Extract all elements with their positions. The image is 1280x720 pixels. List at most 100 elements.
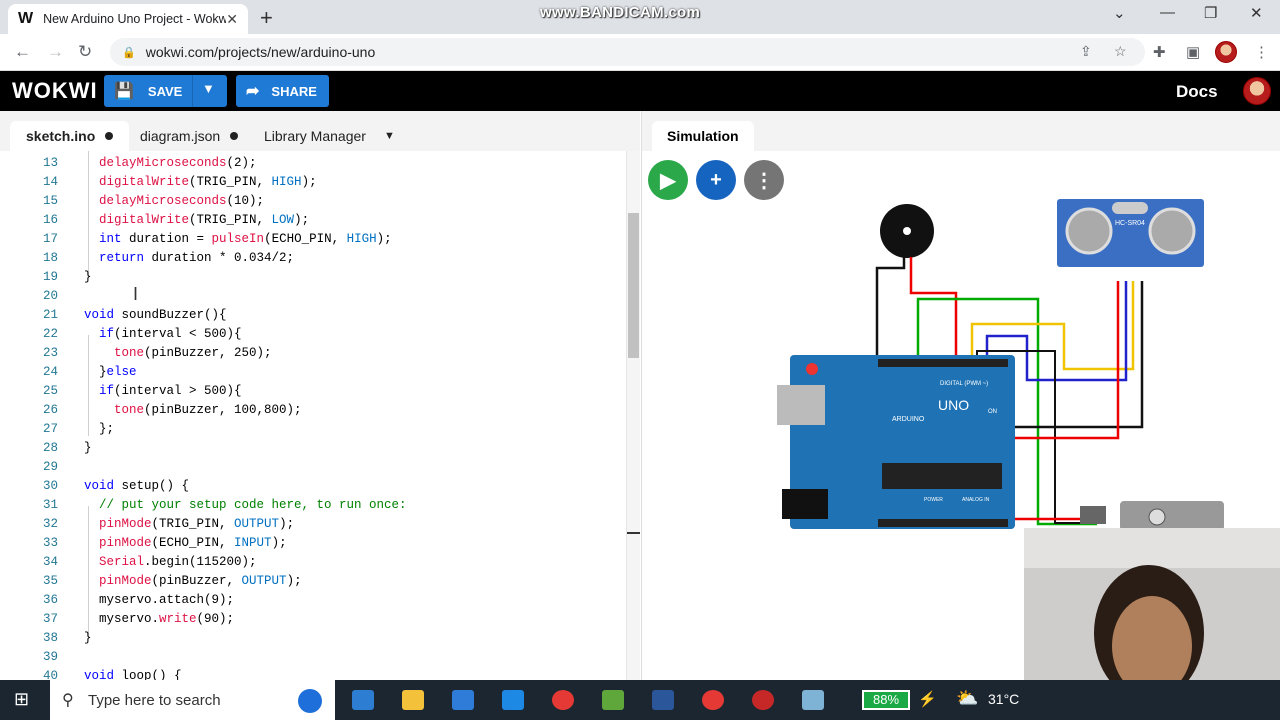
code-line[interactable]: 23 tone(pinBuzzer, 250); [0,344,626,363]
code-line[interactable]: 25 if(interval > 500){ [0,382,626,401]
forward-icon[interactable]: → [47,42,64,61]
kebab-icon: ⋮ [754,169,774,192]
code-line[interactable]: 33 pinMode(ECHO_PIN, INPUT); [0,534,626,553]
tab-library-manager[interactable]: Library Manager ▼ [248,121,411,151]
battery-indicator[interactable]: 88% [862,690,910,710]
code-editor[interactable]: I 13 delayMicroseconds(2);14 digitalWrit… [0,151,640,680]
code-line[interactable]: 35 pinMode(pinBuzzer, OUTPUT); [0,572,626,591]
code-line[interactable]: 26 tone(pinBuzzer, 100,800); [0,401,626,420]
save-button[interactable]: 💾 SAVE ▼ [104,75,227,107]
chevron-down-icon[interactable]: ▼ [383,130,395,142]
profile-avatar[interactable] [1215,41,1237,63]
uno-label: UNO [938,397,969,413]
code-text: void soundBuzzer(){ [84,308,227,322]
browser-tab[interactable]: W New Arduino Uno Project - Wokwi ✕ [8,4,248,34]
code-line[interactable]: 31 // put your setup code here, to run o… [0,496,626,515]
search-placeholder: Type here to search [88,691,221,709]
code-line[interactable]: 16 digitalWrite(TRIG_PIN, LOW); [0,211,626,230]
line-number: 17 [42,232,58,246]
tab-search-icon[interactable]: ⌄ [1113,5,1126,22]
circuit-diagram: HC-SR04 DIGITAL (PWM ~) UNO ARDUINO ON P… [777,199,1224,531]
user-avatar[interactable] [1243,77,1271,105]
new-tab-button[interactable]: + [260,5,273,30]
code-line[interactable]: 13 delayMicroseconds(2); [0,154,626,173]
docs-link[interactable]: Docs [1176,82,1218,101]
code-text: digitalWrite(TRIG_PIN, LOW); [99,213,310,227]
bandicam-icon[interactable] [752,690,774,710]
more-options-button[interactable]: ⋮ [744,160,784,200]
restore-button[interactable]: ❐ [1204,5,1218,22]
power-label: POWER [924,497,943,503]
code-line[interactable]: 14 digitalWrite(TRIG_PIN, HIGH); [0,173,626,192]
add-part-button[interactable]: + [696,160,736,200]
url-field[interactable]: 🔒 wokwi.com/projects/new/arduino-uno ⇪ ☆ [110,38,1145,66]
side-panel-icon[interactable]: ▣ [1186,44,1201,61]
save-dropdown-icon[interactable]: ▼ [202,81,215,96]
code-line[interactable]: 34 Serial.begin(115200); [0,553,626,572]
code-line[interactable]: 20 [0,287,626,306]
lock-icon: 🔒 [122,46,136,59]
line-number: 28 [42,441,58,455]
minimize-button[interactable]: — [1160,4,1175,21]
line-number: 15 [42,194,58,208]
code-line[interactable]: 39 [0,648,626,667]
code-text: // put your setup code here, to run once… [84,498,407,512]
code-line[interactable]: 32 pinMode(TRIG_PIN, OUTPUT); [0,515,626,534]
code-line[interactable]: 24 }else [0,363,626,382]
mail-icon[interactable] [452,690,474,710]
menu-kebab-icon[interactable]: ⋮ [1254,44,1269,61]
reload-icon[interactable]: ↻ [78,42,93,61]
share-button[interactable]: ➦ SHARE [236,75,329,107]
chrome-icon[interactable] [552,690,574,710]
file-explorer-icon[interactable] [402,690,424,710]
servo-motor [1120,501,1224,531]
code-text: return duration * 0.034/2; [99,251,295,265]
app-green-icon[interactable] [602,690,624,710]
code-line[interactable]: 36 myservo.attach(9); [0,591,626,610]
browser-tab-title: New Arduino Uno Project - Wokwi [43,12,227,26]
chrome-profile-icon[interactable] [702,690,724,710]
windows-start-icon[interactable]: ⊞ [14,689,30,709]
start-simulation-button[interactable]: ▶ [648,160,688,200]
close-window-button[interactable]: ✕ [1250,5,1263,22]
back-icon[interactable]: ← [14,42,31,61]
close-tab-icon[interactable]: ✕ [226,10,238,27]
code-line[interactable]: 38} [0,629,626,648]
code-text: pinMode(pinBuzzer, OUTPUT); [99,574,302,588]
wokwi-favicon-icon: W [18,10,34,27]
sensor-label: HC-SR04 [1115,220,1145,227]
taskbar-search[interactable]: ⚲ Type here to search [50,680,335,720]
tab-sketch-ino[interactable]: sketch.ino [10,121,130,151]
search-icon: ⚲ [62,692,74,709]
code-line[interactable]: 29 [0,458,626,477]
code-line[interactable]: 37 myservo.write(90); [0,610,626,629]
code-line[interactable]: 18 return duration * 0.034/2; [0,249,626,268]
weather-icon[interactable]: ⛅ [956,688,979,708]
on-label: ON [988,409,997,415]
code-line[interactable]: 27 }; [0,420,626,439]
code-line[interactable]: 17 int duration = pulseIn(ECHO_PIN, HIGH… [0,230,626,249]
line-number: 35 [42,574,58,588]
extensions-icon[interactable]: ✚ [1153,44,1166,61]
wokwi-logo[interactable]: WOKWI [12,78,98,103]
code-line[interactable]: 28} [0,439,626,458]
edge-icon[interactable] [352,690,374,710]
code-line[interactable]: 15 delayMicroseconds(10); [0,192,626,211]
editor-scrollbar[interactable] [626,151,640,680]
tab-diagram-json[interactable]: diagram.json [124,121,254,151]
app-l-icon[interactable] [502,690,524,710]
share-page-icon[interactable]: ⇪ [1080,43,1092,59]
line-number: 38 [42,631,58,645]
code-line[interactable]: 22 if(interval < 500){ [0,325,626,344]
word-icon[interactable] [652,690,674,710]
code-text: if(interval < 500){ [99,327,242,341]
bing-icon[interactable] [298,689,322,713]
tab-simulation[interactable]: Simulation [652,121,754,151]
app-blue-icon[interactable] [802,690,824,710]
code-line[interactable]: 19} [0,268,626,287]
bookmark-star-icon[interactable]: ☆ [1114,43,1127,59]
scrollbar-thumb[interactable] [628,213,639,358]
